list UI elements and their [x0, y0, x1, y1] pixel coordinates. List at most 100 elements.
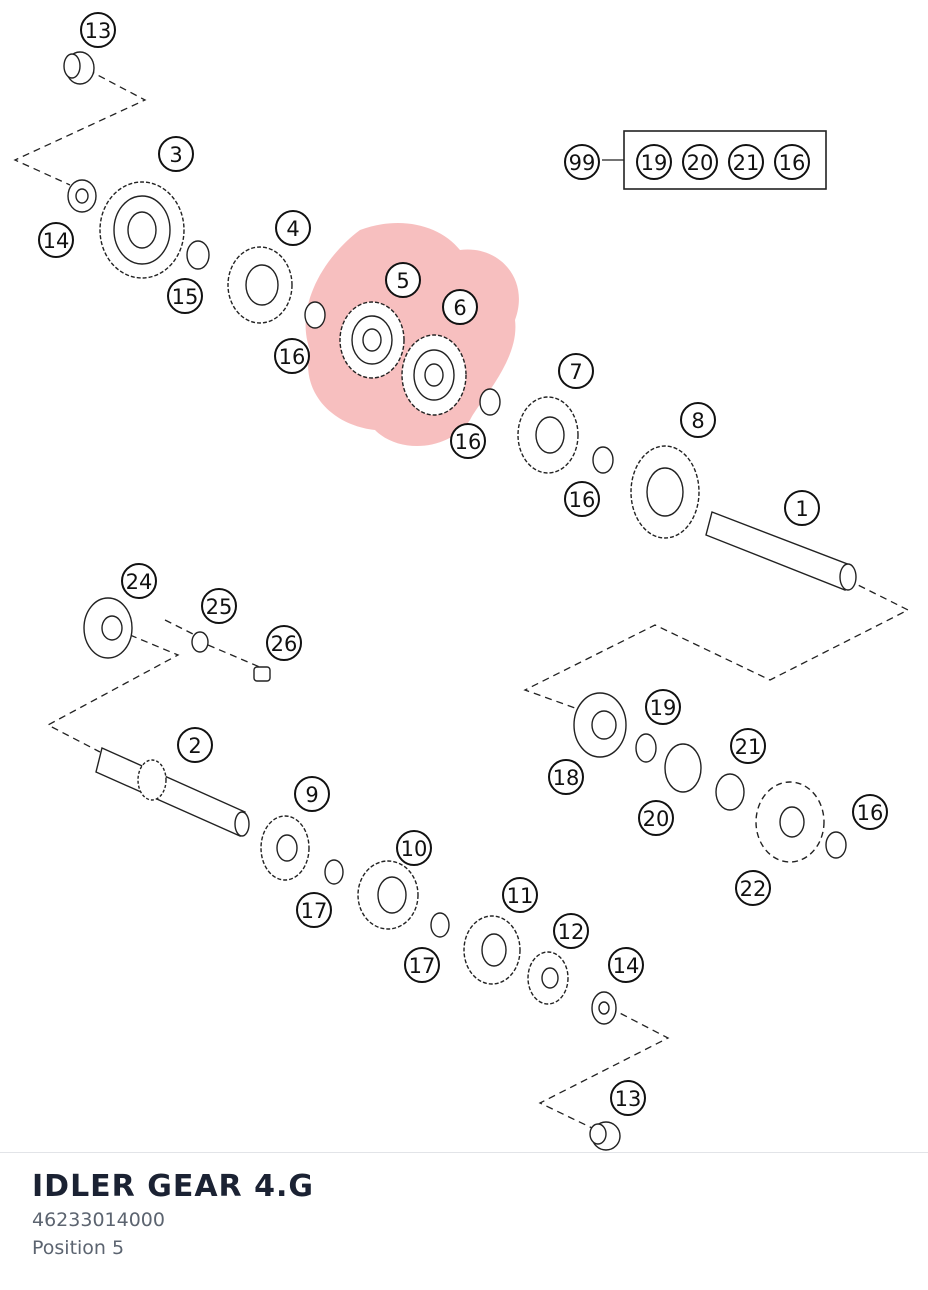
bearing-part-18: [573, 692, 627, 758]
callout-16[interactable]: 16: [450, 423, 486, 459]
ring-part-19: [635, 733, 657, 763]
callout-label: 22: [740, 877, 767, 901]
callout-16[interactable]: 16: [274, 338, 310, 374]
callout-label: 14: [43, 229, 70, 253]
callout-10[interactable]: 10: [396, 830, 432, 866]
part-position: Position 5: [32, 1237, 125, 1259]
leader-lines: [13, 69, 910, 1129]
part-number: 46233014000: [32, 1209, 165, 1231]
callout-2[interactable]: 2: [177, 727, 213, 763]
callout-6[interactable]: 6: [442, 289, 478, 325]
callout-label: 13: [615, 1087, 642, 1111]
callout-13[interactable]: 13: [80, 12, 116, 48]
gear-part-7: [517, 396, 579, 474]
callout-25[interactable]: 25: [201, 588, 237, 624]
gear-part-12: [527, 951, 569, 1005]
callout-3[interactable]: 3: [158, 136, 194, 172]
bush-part-21: [715, 773, 745, 811]
callout-label: 15: [172, 285, 199, 309]
callout-16[interactable]: 16: [774, 144, 810, 180]
bearing-part-13-top: [63, 51, 95, 85]
callout-label: 25: [206, 595, 233, 619]
callout-99[interactable]: 99: [564, 144, 600, 180]
callout-label: 10: [401, 837, 428, 861]
callout-label: 2: [188, 734, 201, 758]
callout-label: 16: [455, 430, 482, 454]
callout-17[interactable]: 17: [296, 892, 332, 928]
gear-part-9: [260, 815, 310, 881]
callout-7[interactable]: 7: [558, 353, 594, 389]
bush-part-15: [186, 240, 210, 270]
callout-label: 4: [286, 217, 299, 241]
callout-label: 12: [558, 920, 585, 944]
callout-1[interactable]: 1: [784, 490, 820, 526]
part-name: IDLER GEAR 4.G: [32, 1169, 314, 1204]
callout-17[interactable]: 17: [404, 947, 440, 983]
divider: [0, 1152, 928, 1153]
callout-18[interactable]: 18: [548, 759, 584, 795]
callout-label: 17: [409, 954, 436, 978]
callout-22[interactable]: 22: [735, 870, 771, 906]
gear-part-5: [339, 301, 405, 379]
callout-labels: 13 3 14 15 4 16 5 6 16 7 16 8 1 99 19 20 21 16 24 25 26 2 9 10 1…: [38, 12, 888, 1116]
shaft-part-1: [705, 511, 857, 591]
callout-14[interactable]: 14: [608, 947, 644, 983]
callout-26[interactable]: 26: [266, 625, 302, 661]
callout-12[interactable]: 12: [553, 913, 589, 949]
callout-label: 16: [779, 151, 806, 175]
callout-14[interactable]: 14: [38, 222, 74, 258]
callout-label: 18: [553, 766, 580, 790]
callout-8[interactable]: 8: [680, 402, 716, 438]
callout-16[interactable]: 16: [852, 794, 888, 830]
bearing-part-24: [83, 597, 133, 659]
callout-label: 19: [641, 151, 668, 175]
gear-part-11: [463, 915, 521, 985]
sprocket-part-22: [755, 781, 825, 863]
callout-label: 9: [305, 783, 318, 807]
part-info-panel: IDLER GEAR 4.G 46233014000 Position 5: [32, 1168, 314, 1262]
washer-part-25: [191, 631, 209, 653]
callout-label: 16: [857, 801, 884, 825]
callout-label: 8: [691, 409, 704, 433]
callout-15[interactable]: 15: [167, 278, 203, 314]
callout-label: 26: [271, 632, 298, 656]
callout-24[interactable]: 24: [121, 563, 157, 599]
shaft-part-2: [95, 747, 250, 837]
callout-label: 24: [126, 570, 153, 594]
callout-label: 3: [169, 143, 182, 167]
screw-part-26: [253, 666, 271, 682]
callout-label: 17: [301, 899, 328, 923]
callout-label: 11: [507, 884, 534, 908]
callout-label: 6: [453, 296, 466, 320]
selection-highlight: [305, 222, 519, 447]
gear-part-10: [357, 860, 419, 930]
callout-21[interactable]: 21: [730, 728, 766, 764]
callout-20[interactable]: 20: [682, 144, 718, 180]
callout-11[interactable]: 11: [502, 877, 538, 913]
gear-part-3: [99, 181, 185, 279]
callout-label: 14: [613, 954, 640, 978]
callout-13[interactable]: 13: [610, 1080, 646, 1116]
gear-part-8: [630, 445, 700, 539]
gear-part-4: [227, 246, 293, 324]
callout-21[interactable]: 21: [728, 144, 764, 180]
callout-label: 13: [85, 19, 112, 43]
callout-20[interactable]: 20: [638, 800, 674, 836]
parts: [63, 51, 857, 1151]
seal-part-20: [664, 743, 702, 793]
callout-4[interactable]: 4: [275, 210, 311, 246]
callout-label: 16: [279, 345, 306, 369]
gear-part-6: [401, 334, 467, 416]
callout-label: 1: [795, 497, 808, 521]
callout-19[interactable]: 19: [636, 144, 672, 180]
callout-5[interactable]: 5: [385, 262, 421, 298]
exploded-parts-diagram: 13 3 14 15 4 16 5 6 16 7 16 8 1 99 19 20 21 16 24 25 26 2 9 10 1…: [13, 12, 910, 1151]
callout-label: 21: [735, 735, 762, 759]
callout-16[interactable]: 16: [564, 481, 600, 517]
callout-9[interactable]: 9: [294, 776, 330, 812]
callout-19[interactable]: 19: [645, 689, 681, 725]
callout-label: 20: [687, 151, 714, 175]
callout-label: 20: [643, 807, 670, 831]
callout-label: 21: [733, 151, 760, 175]
callout-label: 16: [569, 488, 596, 512]
